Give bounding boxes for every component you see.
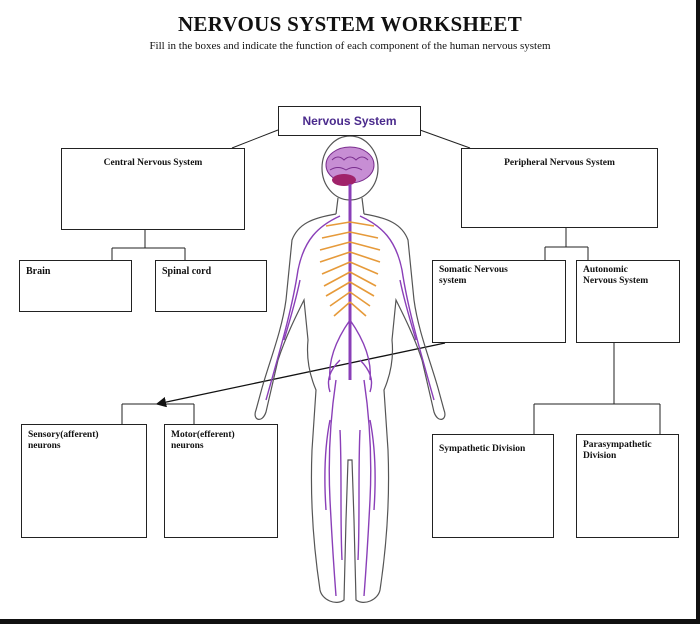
somatic-nervous-system-box[interactable]: Somatic Nervous system <box>432 260 566 343</box>
autonomic-nervous-system-box[interactable]: Autonomic Nervous System <box>576 260 680 343</box>
page-border-bottom <box>0 619 700 624</box>
spinal-nerves-graphic <box>319 221 381 317</box>
brain-graphic <box>325 146 375 186</box>
connector-pns-children <box>544 228 589 260</box>
parasympathetic-division-box[interactable]: Parasympathetic Division <box>576 434 679 538</box>
worksheet-title: NERVOUS SYSTEM WORKSHEET <box>177 12 523 36</box>
connector-somatic-children <box>121 403 195 424</box>
connector-cns-children <box>111 230 186 260</box>
peripheral-nervous-system-box[interactable]: Peripheral Nervous System <box>461 148 658 228</box>
worksheet-instructions: Fill in the boxes and indicate the funct… <box>149 40 551 52</box>
nervous-system-box: Nervous System <box>278 106 421 136</box>
connector-root-pns <box>419 129 471 149</box>
motor-neurons-box[interactable]: Motor(efferent) neurons <box>164 424 278 538</box>
spinal-cord-box[interactable]: Spinal cord <box>155 260 267 312</box>
peripheral-nerves-graphic <box>265 215 435 597</box>
connector-arrow-somatic <box>155 342 446 408</box>
central-nervous-system-box[interactable]: Central Nervous System <box>61 148 245 230</box>
page-border-right <box>696 0 700 624</box>
connector-root-cns <box>231 129 279 149</box>
brain-box[interactable]: Brain <box>19 260 132 312</box>
connector-autonomic-children <box>533 343 661 434</box>
sympathetic-division-box[interactable]: Sympathetic Division <box>432 434 554 538</box>
sensory-neurons-box[interactable]: Sensory(afferent) neurons <box>21 424 147 538</box>
